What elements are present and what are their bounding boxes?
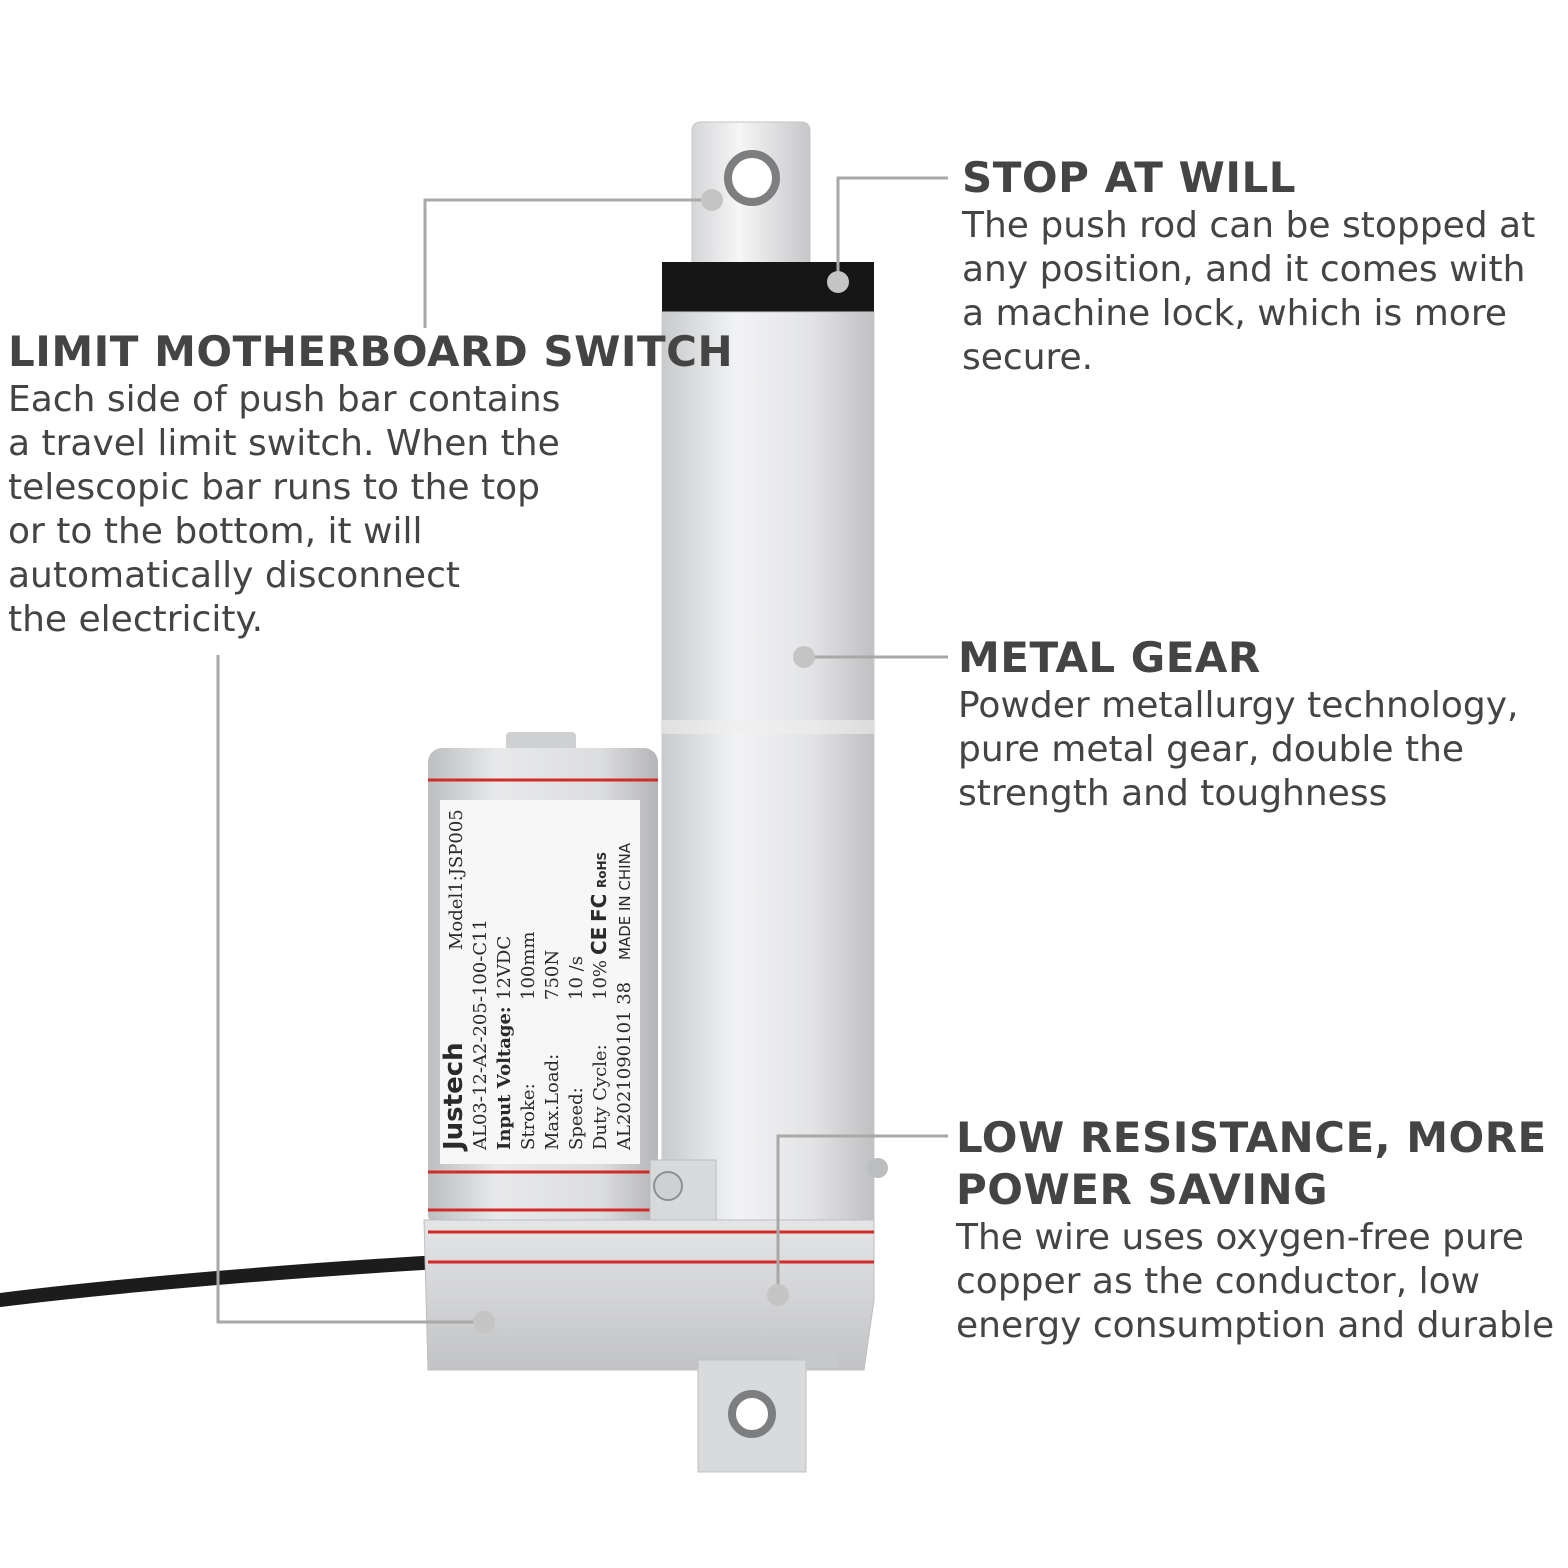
bottom-mount [697, 1359, 807, 1473]
svg-text:AL03-12-A2-205-100-C11: AL03-12-A2-205-100-C11 [470, 919, 491, 1151]
callout-title: LOW RESISTANCE, MORE POWER SAVING [956, 1113, 1547, 1214]
svg-text:100mm: 100mm [518, 932, 539, 1001]
svg-text:Speed:: Speed: [566, 1087, 587, 1150]
callout-body: Powder metallurgy technology, pure metal… [958, 685, 1519, 814]
outer-tube [661, 262, 875, 1223]
leader-stop [836, 176, 948, 282]
callout-dots [473, 189, 849, 1333]
dot-gear [793, 646, 815, 668]
motor-housing [428, 732, 658, 1228]
svg-text:Model1:JSP005: Model1:JSP005 [446, 809, 467, 950]
push-rod [691, 121, 811, 273]
brand-logo-text: Justech [439, 1042, 469, 1152]
power-cable [0, 1255, 447, 1307]
leader-lines [216, 176, 948, 1324]
svg-text:Stroke:: Stroke: [518, 1083, 539, 1150]
callout-body: The push rod can be stopped at any posit… [962, 205, 1536, 378]
dot-limit-top [701, 189, 723, 211]
svg-text:12VDC: 12VDC [494, 936, 515, 1000]
svg-text:RoHS: RoHS [595, 852, 609, 888]
svg-text:MADE IN CHINA: MADE IN CHINA [616, 842, 634, 960]
callout-stop-at-will: STOP AT WILL The push rod can be stopped… [962, 152, 1562, 380]
dot-limit-bottom [473, 1311, 495, 1333]
motor-label-plate [440, 800, 640, 1164]
side-screw-icon [868, 1158, 888, 1178]
dot-low [767, 1284, 789, 1306]
callout-limit-switch: LIMIT MOTHERBOARD SWITCH Each side of pu… [8, 326, 734, 642]
screw-icon [653, 1171, 683, 1201]
callout-body: Each side of push bar contains a travel … [8, 379, 561, 640]
callout-title: METAL GEAR [958, 633, 1261, 682]
leader-limit-top [423, 198, 712, 328]
svg-text:AL2021090101 38: AL2021090101 38 [614, 982, 635, 1151]
svg-text:Duty Cycle:: Duty Cycle: [590, 1044, 611, 1150]
callout-low-resistance: LOW RESISTANCE, MORE POWER SAVING The wi… [956, 1112, 1568, 1348]
dot-stop [827, 271, 849, 293]
gearbox-base [423, 1219, 875, 1371]
leader-low [776, 1134, 948, 1295]
svg-text:Max.Load:: Max.Load: [542, 1054, 563, 1150]
callout-title: STOP AT WILL [962, 153, 1297, 202]
callout-title: LIMIT MOTHERBOARD SWITCH [8, 327, 734, 376]
svg-text:750N: 750N [542, 950, 563, 1000]
svg-text:Input Voltage:: Input Voltage: [494, 1006, 515, 1150]
svg-text:10%: 10% [590, 960, 611, 1000]
callout-body: The wire uses oxygen-free pure copper as… [956, 1217, 1555, 1346]
motor-label-text: Justech Model1:JSP005 AL03-12-A2-205-100… [439, 809, 635, 1152]
callout-metal-gear: METAL GEAR Powder metallurgy technology,… [958, 632, 1558, 816]
svg-text:CE: CE [587, 927, 611, 955]
leader-limit-bottom [216, 655, 484, 1324]
svg-text:FC: FC [587, 894, 611, 922]
svg-text:10 /s: 10 /s [566, 956, 587, 1000]
